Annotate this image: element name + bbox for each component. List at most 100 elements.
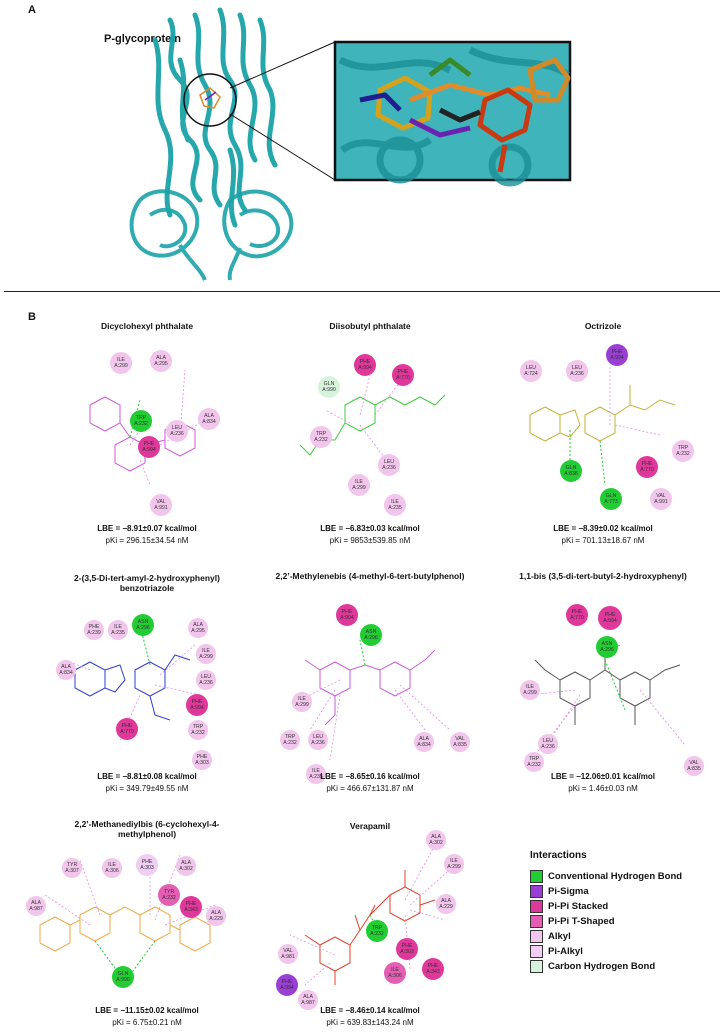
legend-title: Interactions [530, 850, 587, 861]
residue-badge: ALA A:229 [206, 906, 226, 926]
residue-badge: VAL A:991 [150, 494, 172, 516]
residue-badge: LEU A:236 [166, 420, 188, 442]
legend-item: Alkyl [530, 930, 571, 943]
pki-value: pKi = 1.46±0.03 nM [568, 784, 638, 793]
molecule-title: Verapamil [349, 821, 391, 831]
residue-badge: GLN A:838 [560, 460, 582, 482]
legend-item: Pi-Pi Stacked [530, 900, 608, 913]
residue-badge: ILE A:235 [384, 494, 406, 516]
lbe-value: LBE = −8.91±0.07 kcal/mol [97, 524, 197, 533]
panel-a-letter: A [28, 4, 36, 16]
residue-badge: ALA A:834 [198, 408, 220, 430]
residue-badge: GLN A:990 [318, 376, 340, 398]
lbe-value: LBE = −11.15±0.02 kcal/mol [95, 1006, 199, 1015]
molecule-title: 2,2’-Methylenebis (4-methyl-6-tert-butyl… [275, 571, 465, 581]
pki-value: pKi = 639.83±143.24 nM [326, 1018, 414, 1027]
residue-badge: ILE A:306 [384, 962, 406, 984]
panel-divider [4, 291, 720, 292]
zoom-line-bottom [229, 113, 336, 181]
binding-site-circle [183, 73, 237, 127]
interaction-diagram [89, 369, 216, 486]
molecule-title: Dicyclohexyl phthalate [100, 321, 194, 331]
residue-badge: LEU A:236 [566, 360, 588, 382]
residue-badge: TYR A:232 [158, 884, 180, 906]
legend-label: Pi-Sigma [548, 886, 589, 897]
residue-badge: ALA A:987 [298, 990, 318, 1010]
residue-badge: LEU A:236 [538, 734, 558, 754]
pki-value: pKi = 701.13±18.67 nM [561, 536, 645, 545]
legend-swatch [530, 885, 543, 898]
residue-badge: LEU A:724 [520, 360, 542, 382]
molecule-title: 2-(3,5-Di-tert-amyl-2-hydroxyphenyl) ben… [74, 573, 220, 593]
residue-badge: PHE A:770 [116, 718, 138, 740]
molecule-title: Octrizole [584, 321, 622, 331]
pki-value: pKi = 9853±539.85 nM [329, 536, 411, 545]
lbe-value: LBE = −8.46±0.14 kcal/mol [320, 1006, 420, 1015]
legend-label: Pi-Pi T-Shaped [548, 916, 615, 927]
residue-badge: GLN A:773 [600, 488, 622, 510]
legend-swatch [530, 915, 543, 928]
legend-item: Pi-Alkyl [530, 945, 583, 958]
lbe-value: LBE = −6.83±0.03 kcal/mol [320, 524, 420, 533]
molecule-title: 2,2’-Methanediylbis (6-cyclohexyl-4-meth… [74, 819, 220, 839]
residue-badge: ALA A:834 [414, 732, 434, 752]
legend-label: Pi-Alkyl [548, 946, 583, 957]
interaction-diagram [64, 624, 201, 741]
legend-swatch [530, 900, 543, 913]
molecule-title: 1,1-bis (3,5-di-tert-butyl-2-hydroxyphen… [519, 571, 687, 581]
residue-badge: ILE A:306 [102, 858, 122, 878]
residue-badge: ALA A:229 [436, 894, 456, 914]
residue-badge: ALA A:295 [150, 350, 172, 372]
pki-value: pKi = 6.75±0.21 nM [112, 1018, 182, 1027]
legend-swatch [530, 870, 543, 883]
legend-item: Carbon Hydrogen Bond [530, 960, 655, 973]
molecule-title: Diisobutyl phthalate [329, 321, 411, 331]
pki-value: pKi = 466.67±131.87 nM [326, 784, 414, 793]
residue-badge: PHE A:994 [336, 604, 358, 626]
legend-label: Pi-Pi Stacked [548, 901, 609, 912]
residue-badge: ASN A:296 [360, 624, 382, 646]
residue-badge: TRP A:232 [130, 410, 152, 432]
residue-badge: PHE A:239 [84, 620, 104, 640]
lbe-value: LBE = −8.65±0.16 kcal/mol [320, 772, 420, 781]
residue-badge: PHE A:770 [636, 456, 658, 478]
legend-label: Alkyl [548, 931, 571, 942]
legend-swatch [530, 930, 543, 943]
legend-item: Pi-Sigma [530, 885, 589, 898]
residue-badge: PHE A:994 [138, 436, 160, 458]
residue-badge: ILE A:299 [110, 352, 132, 374]
protein-structure-figure [129, 7, 572, 281]
residue-badge: ILE A:235 [108, 620, 128, 640]
legend-swatch [530, 945, 543, 958]
protein-label: P-glycoprotein [104, 33, 182, 45]
zoom-inset [333, 40, 572, 187]
residue-badge: PHE A:303 [396, 938, 418, 960]
residue-badge: ASN A:296 [596, 636, 618, 658]
residue-badge: TYR A:307 [62, 858, 82, 878]
protein-ribbon [152, 7, 278, 228]
pki-value: pKi = 296.15±34.54 nM [105, 536, 189, 545]
legend-swatch [530, 960, 543, 973]
residue-badge: ILE A:299 [444, 854, 464, 874]
residue-badge: ALA A:302 [176, 856, 196, 876]
residue-badge: ALA A:295 [188, 618, 208, 638]
residue-badge: ILE A:235 [306, 764, 326, 784]
residue-badge: PHE A:303 [192, 750, 212, 770]
interaction-diagram [39, 854, 216, 976]
residue-badge: ILE A:299 [520, 680, 540, 700]
zoom-line-top [229, 41, 336, 89]
legend-item: Conventional Hydrogen Bond [530, 870, 682, 883]
residue-badge: PHE A:994 [186, 694, 208, 716]
residue-badge: TRP A:232 [188, 720, 208, 740]
legend-item: Pi-Pi T-Shaped [530, 915, 615, 928]
pki-value: pKi = 349.79±49.55 nM [105, 784, 189, 793]
residue-badge: VAL A:835 [684, 756, 704, 776]
residue-badge: PHE A:994 [276, 974, 298, 996]
legend-label: Carbon Hydrogen Bond [548, 961, 656, 972]
residue-badge: VAL A:835 [450, 732, 470, 752]
legend-label: Conventional Hydrogen Bond [548, 871, 683, 882]
residue-badge: GLN A:990 [112, 966, 134, 988]
residue-badge: PHE A:770 [566, 604, 588, 626]
residue-badge: TRP A:232 [366, 920, 388, 942]
residue-badge: ASN A:296 [132, 614, 154, 636]
